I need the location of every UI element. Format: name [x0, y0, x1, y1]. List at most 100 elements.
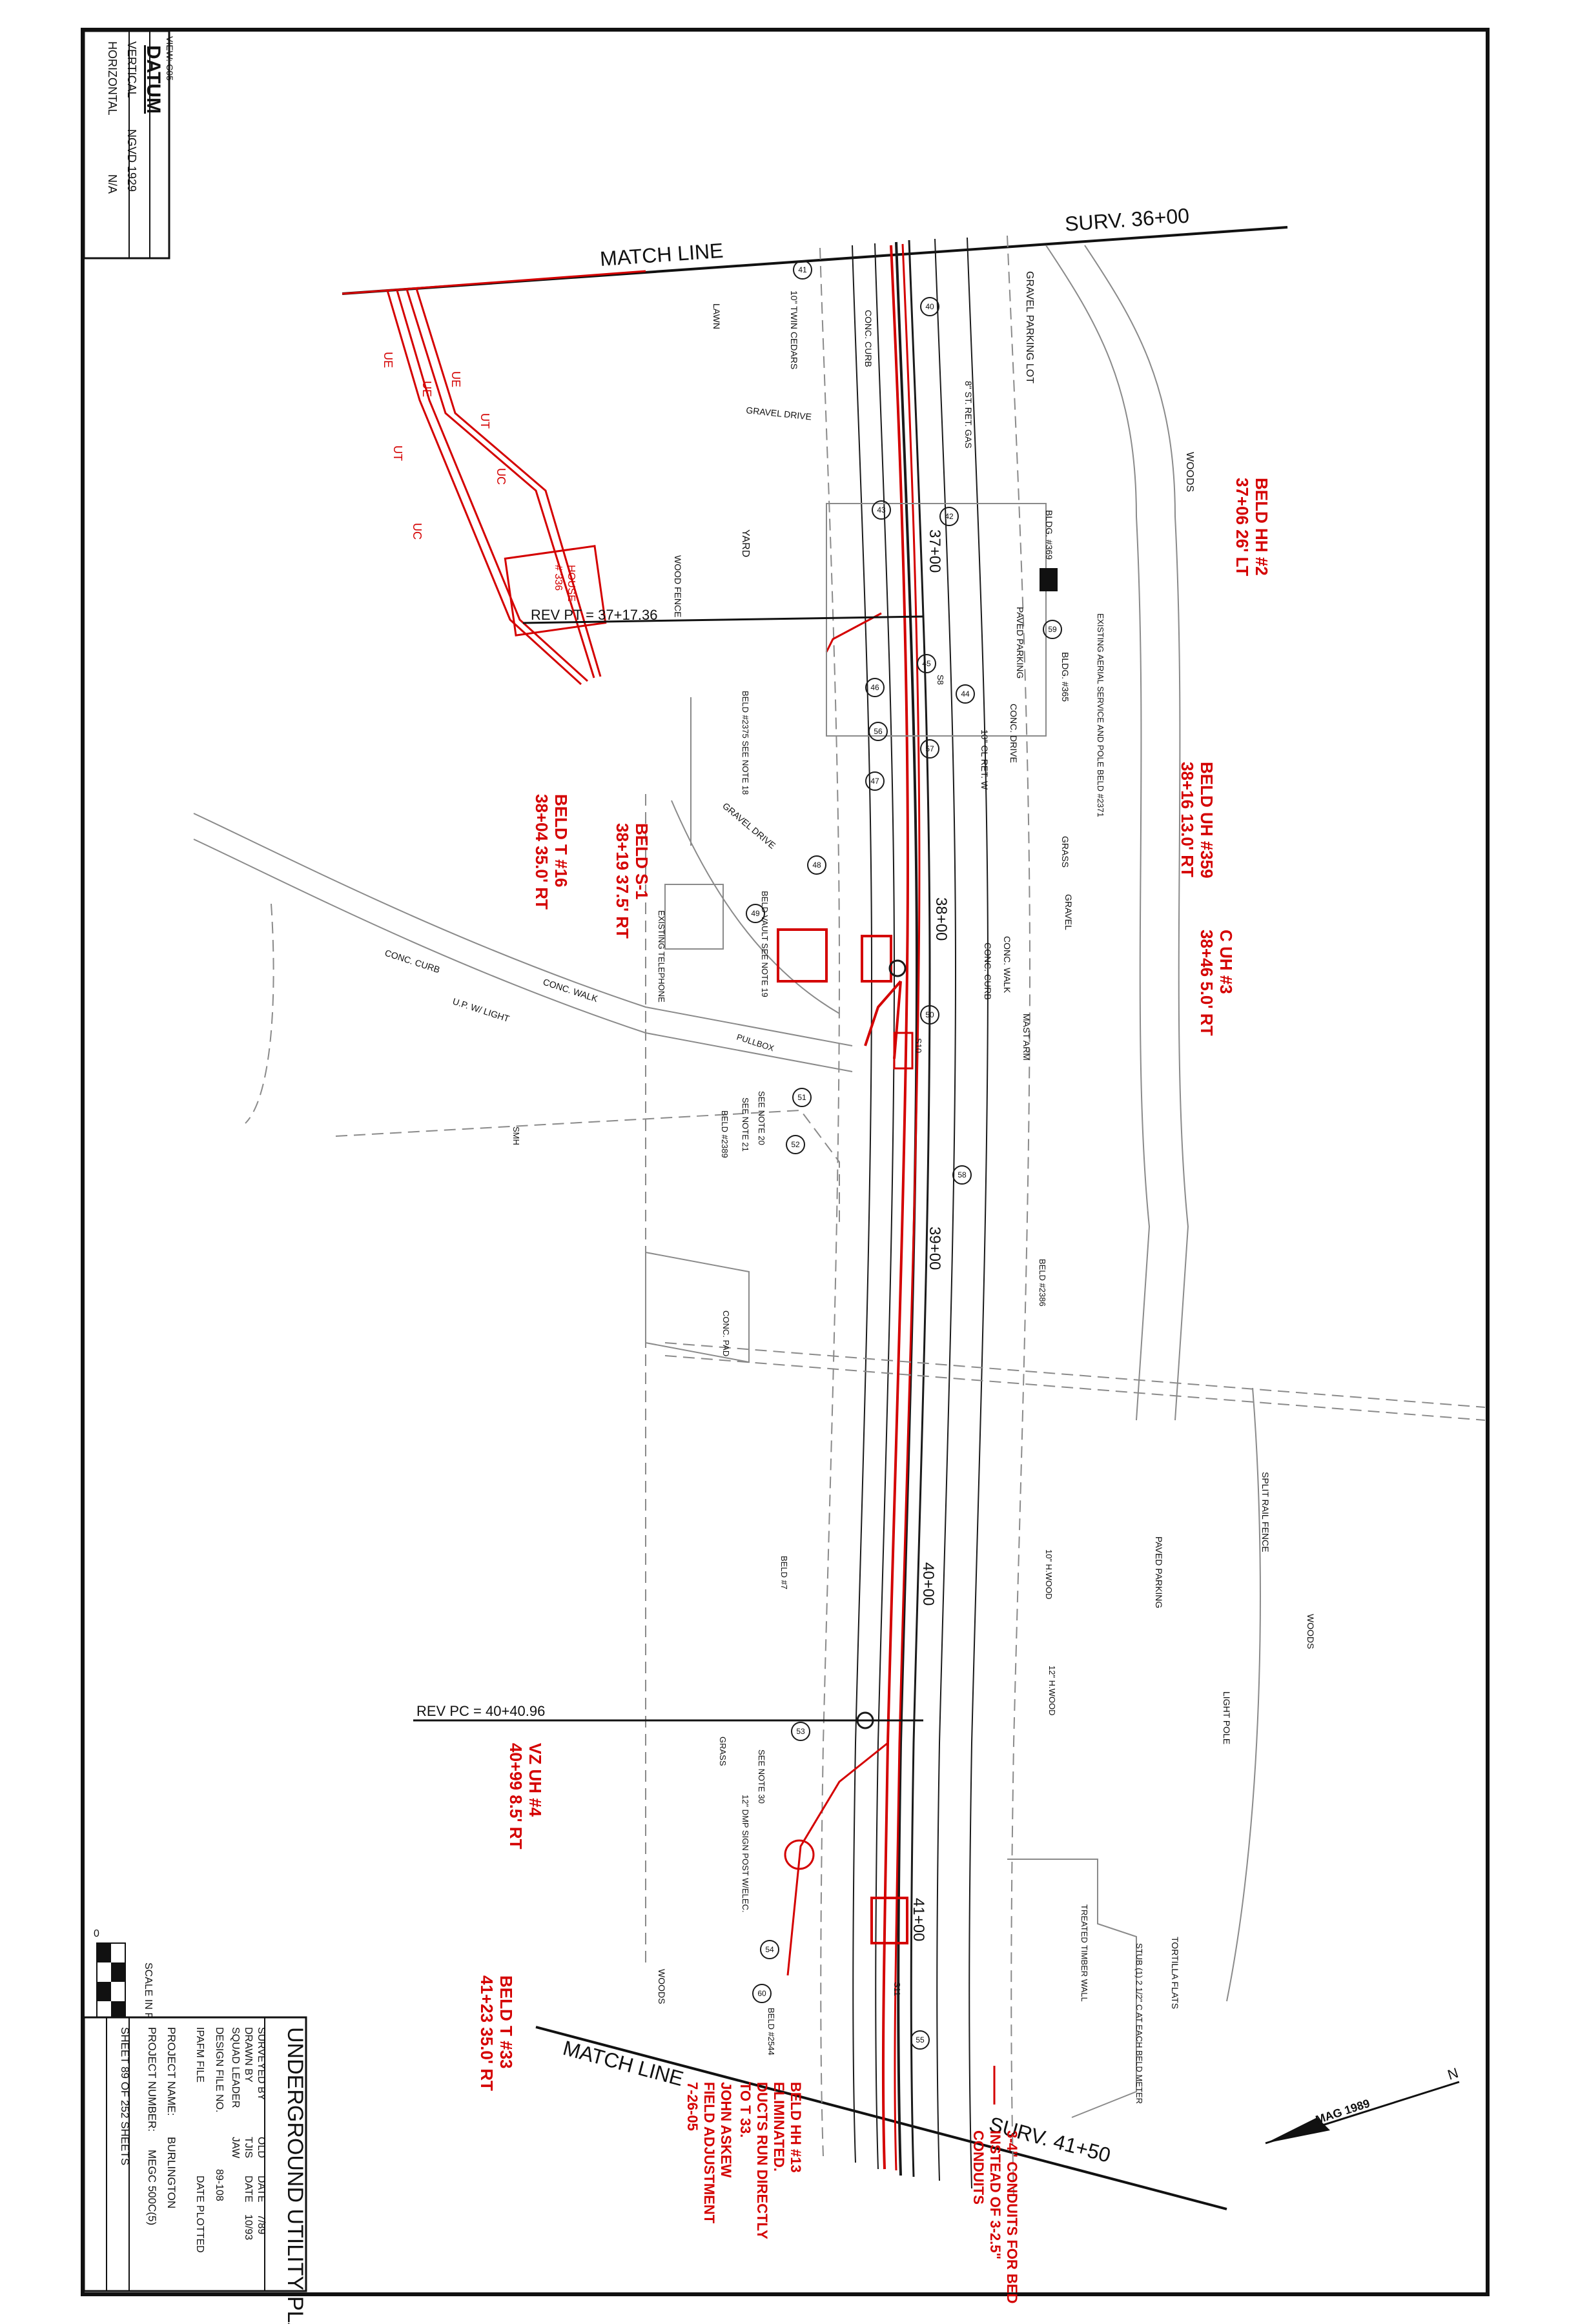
- label-st-ret-gas: 8" ST. RET. GAS: [963, 381, 974, 449]
- node-number: 42: [945, 512, 954, 521]
- label-existing-telephone: EXISTING TELEPHONE: [657, 910, 666, 1003]
- node-number: 53: [796, 1727, 805, 1736]
- utility-tag: UT: [478, 413, 491, 429]
- label-conc-pad: CONC. PAD: [721, 1310, 731, 1356]
- date-label-1: DATE: [256, 2176, 267, 2202]
- north-arrow-icon: [1265, 2117, 1330, 2143]
- label-see-note-20: SEE NOTE 20: [757, 1091, 766, 1145]
- label-s10: S10: [914, 1038, 923, 1053]
- label-cl-ret-w: 10" CL RET. W: [979, 729, 990, 790]
- datum-vertical-label: VERTICAL: [125, 41, 138, 98]
- label-light-pole: LIGHT POLE: [1222, 1691, 1232, 1744]
- node-number: 40: [925, 302, 934, 311]
- datum-box: VIEW: C05 DATUM VERTICAL NGVD 1929 HORIZ…: [83, 30, 175, 260]
- surveyed-by-label: SURVEYED BY: [256, 2027, 267, 2101]
- station-40: 40+00: [919, 1562, 937, 1605]
- label-beld-2544: BELD #2544: [766, 2008, 776, 2055]
- callout-beld-t-33: BELD T #33 41+23 35.0' RT: [477, 1975, 516, 2091]
- utility-tag: UC: [495, 468, 507, 485]
- svg-text:38+19 37.5' RT: 38+19 37.5' RT: [613, 823, 632, 939]
- label-tortilla-flats: TORTILLA FLATS: [1170, 1937, 1180, 2009]
- svg-text:BELD T #33: BELD T #33: [497, 1975, 516, 2069]
- label-conc-walk-2: CONC. WALK: [1002, 936, 1012, 994]
- svg-text:BELD HH #13: BELD HH #13: [788, 2082, 804, 2173]
- plotted-label: DATE PLOTTED: [194, 2176, 205, 2253]
- label-conc-curb-1: CONC. CURB: [863, 310, 874, 367]
- date-label-2: DATE: [243, 2176, 254, 2202]
- site-features: [193, 245, 1486, 2118]
- svg-text:BELD HH #2: BELD HH #2: [1252, 478, 1271, 576]
- node-number: 44: [961, 689, 970, 698]
- label-sign-post: 12" DMP SIGN POST W/ELEC.: [741, 1795, 750, 1913]
- datum-horizontal-value: N/A: [106, 174, 119, 194]
- utility-tag: UE: [449, 371, 462, 387]
- svg-text:JOHN ASKEW: JOHN ASKEW: [718, 2082, 734, 2178]
- node-number: 47: [870, 777, 879, 786]
- label-woods-3: WOODS: [657, 1969, 667, 2004]
- beld-t-33-circle: [784, 1839, 815, 1870]
- label-paved-parking-2: PAVED PARKING: [1154, 1536, 1164, 1608]
- label-twin-cedars: 10" TWIN CEDARS: [789, 290, 799, 369]
- callout-beld-hh-13: BELD HH #13 ELIMINATED. DUCTS RUN DIRECT…: [684, 2082, 804, 2239]
- label-grass-2: GRASS: [718, 1737, 728, 1766]
- datum-vertical-value: NGVD 1929: [125, 129, 138, 192]
- handhole-box: [861, 935, 892, 983]
- callout-beld-t-16: BELD T #16 38+04 35.0' RT: [532, 794, 571, 910]
- label-paved-parking-1: PAVED PARKING: [1015, 607, 1025, 678]
- svg-text:VZ UH #4: VZ UH #4: [526, 1743, 545, 1817]
- structures: [777, 568, 1058, 1944]
- design-file: 89-108: [214, 2169, 225, 2201]
- callout-beld-hh-2: BELD HH #2 37+06 26' LT: [1233, 478, 1271, 576]
- datum-horizontal-label: HORIZONTAL: [106, 41, 119, 116]
- label-stub: STUB (1) 2 1/2" C AT EACH BELD METER: [1134, 1943, 1144, 2104]
- label-grass-1: GRASS: [1060, 836, 1071, 868]
- project-name-label: PROJECT NAME:: [165, 2027, 178, 2116]
- label-bldg-365: BLDG. #365: [1060, 652, 1071, 702]
- squad-leader-label: SQUAD LEADER: [230, 2027, 241, 2108]
- utility-tag: UE: [420, 381, 433, 397]
- label-smh: SMH: [511, 1126, 521, 1145]
- project-number: MEGC 500C(5): [146, 2150, 158, 2225]
- vz-uh-4-box: [870, 1897, 908, 1944]
- svg-text:38+46 5.0' RT: 38+46 5.0' RT: [1197, 930, 1216, 1036]
- node-number: 54: [765, 1945, 774, 1954]
- callout-beld-uh-359: BELD UH #359 38+16 13.0' RT: [1178, 762, 1216, 879]
- label-treated-timber-wall: TREATED TIMBER WALL: [1080, 1904, 1089, 2002]
- label-beld-2386: BELD #2386: [1038, 1259, 1047, 1307]
- north-letter: N: [1446, 2064, 1460, 2083]
- node-number: 49: [751, 909, 760, 918]
- svg-text:FIELD ADJUSTMENT: FIELD ADJUSTMENT: [701, 2082, 717, 2224]
- node-number: 43: [877, 505, 886, 515]
- node-number: 59: [1048, 625, 1057, 634]
- label-wood-fence: WOOD FENCE: [673, 555, 683, 617]
- label-h-wood-1: 10" H.WOOD: [1044, 1549, 1054, 1600]
- node-number: 58: [958, 1170, 967, 1179]
- station-41: 41+00: [910, 1898, 927, 1941]
- svg-text:INSTEAD OF 3-2.5": INSTEAD OF 3-2.5": [987, 2130, 1003, 2259]
- design-file-label: DESIGN FILE NO.: [214, 2027, 225, 2112]
- node-number: 41: [798, 265, 807, 274]
- rev-pc-label: REV PC = 40+40.96: [416, 1703, 545, 1719]
- utility-tag: UE: [382, 352, 394, 368]
- svg-text:BELD S-1: BELD S-1: [632, 823, 651, 899]
- svg-text:37+06 26' LT: 37+06 26' LT: [1233, 478, 1252, 576]
- station-37: 37+00: [926, 529, 943, 573]
- label-beld-7: BELD #7: [779, 1556, 789, 1589]
- label-split-rail-fence: SPLIT RAIL FENCE: [1260, 1472, 1271, 1552]
- svg-text:3-4" CONDUITS FOR BED: 3-4" CONDUITS FOR BED: [1004, 2130, 1020, 2303]
- squad-leader: JAW: [230, 2137, 241, 2159]
- label-gravel-parking: GRAVEL PARKING LOT: [1024, 271, 1035, 383]
- label-s8: S8: [936, 675, 945, 685]
- station-labels: 37+00 38+00 39+00 40+00 41+00: [910, 529, 950, 1941]
- node-numbers: 41 40 42 43 44 45 46 47 48 49 50 51 52 5…: [746, 260, 1062, 2050]
- callout-c-uh-3: C UH #3 38+46 5.0' RT: [1197, 930, 1236, 1036]
- station-38: 38+00: [932, 897, 950, 941]
- svg-text:DUCTS RUN DIRECTLY: DUCTS RUN DIRECTLY: [754, 2082, 770, 2239]
- svg-text:41+23 35.0' RT: 41+23 35.0' RT: [477, 1975, 497, 2091]
- label-conc-drive: CONC. DRIVE: [1009, 704, 1019, 763]
- node-number: 46: [870, 683, 879, 692]
- svg-text:7-26-05: 7-26-05: [684, 2082, 701, 2131]
- label-beld-2389: BELD #2389: [720, 1110, 730, 1158]
- node-number: 60: [757, 1989, 766, 1998]
